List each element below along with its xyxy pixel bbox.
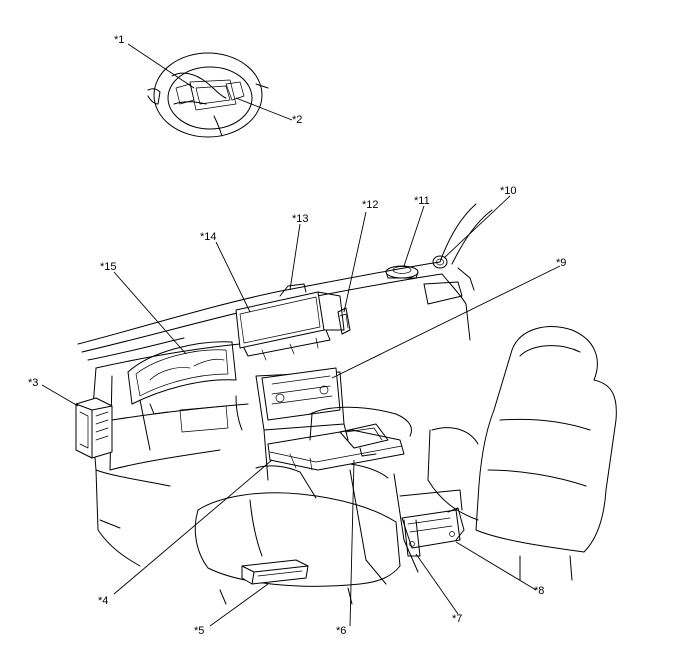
front-left-seat bbox=[194, 463, 401, 605]
callout-12: *12 bbox=[362, 199, 379, 211]
amplifier bbox=[241, 559, 309, 585]
steering-wheel bbox=[147, 52, 269, 138]
instrument-panel bbox=[77, 203, 493, 567]
leader-lines bbox=[41, 43, 561, 627]
callout-3: *3 bbox=[28, 377, 38, 389]
callout-labels: *1 *2 *3 *4 *5 *6 *7 *8 *9 *10 *11 *12 *… bbox=[28, 34, 566, 637]
callout-5: *5 bbox=[194, 625, 204, 637]
callout-14: *14 bbox=[200, 231, 217, 243]
callout-7: *7 bbox=[452, 613, 462, 625]
callout-15: *15 bbox=[100, 261, 117, 273]
callout-2: *2 bbox=[292, 114, 302, 126]
tweeter bbox=[432, 255, 448, 269]
callout-6: *6 bbox=[336, 625, 346, 637]
front-right-seat bbox=[427, 326, 617, 581]
multi-display bbox=[235, 283, 345, 361]
combination-meter bbox=[127, 341, 237, 415]
center-speaker bbox=[385, 265, 419, 279]
callout-13: *13 bbox=[292, 213, 309, 225]
center-console bbox=[309, 406, 419, 585]
callout-8: *8 bbox=[534, 585, 544, 597]
callout-4: *4 bbox=[98, 595, 108, 607]
dash-speaker bbox=[337, 307, 351, 335]
left-ecu bbox=[75, 397, 113, 459]
callout-10: *10 bbox=[500, 185, 517, 197]
console-module bbox=[267, 423, 405, 471]
callout-1: *1 bbox=[114, 34, 124, 46]
callout-11: *11 bbox=[414, 195, 430, 207]
audio-control-panel bbox=[261, 367, 341, 421]
rear-console-ecu bbox=[399, 489, 465, 557]
callout-9: *9 bbox=[556, 257, 566, 269]
